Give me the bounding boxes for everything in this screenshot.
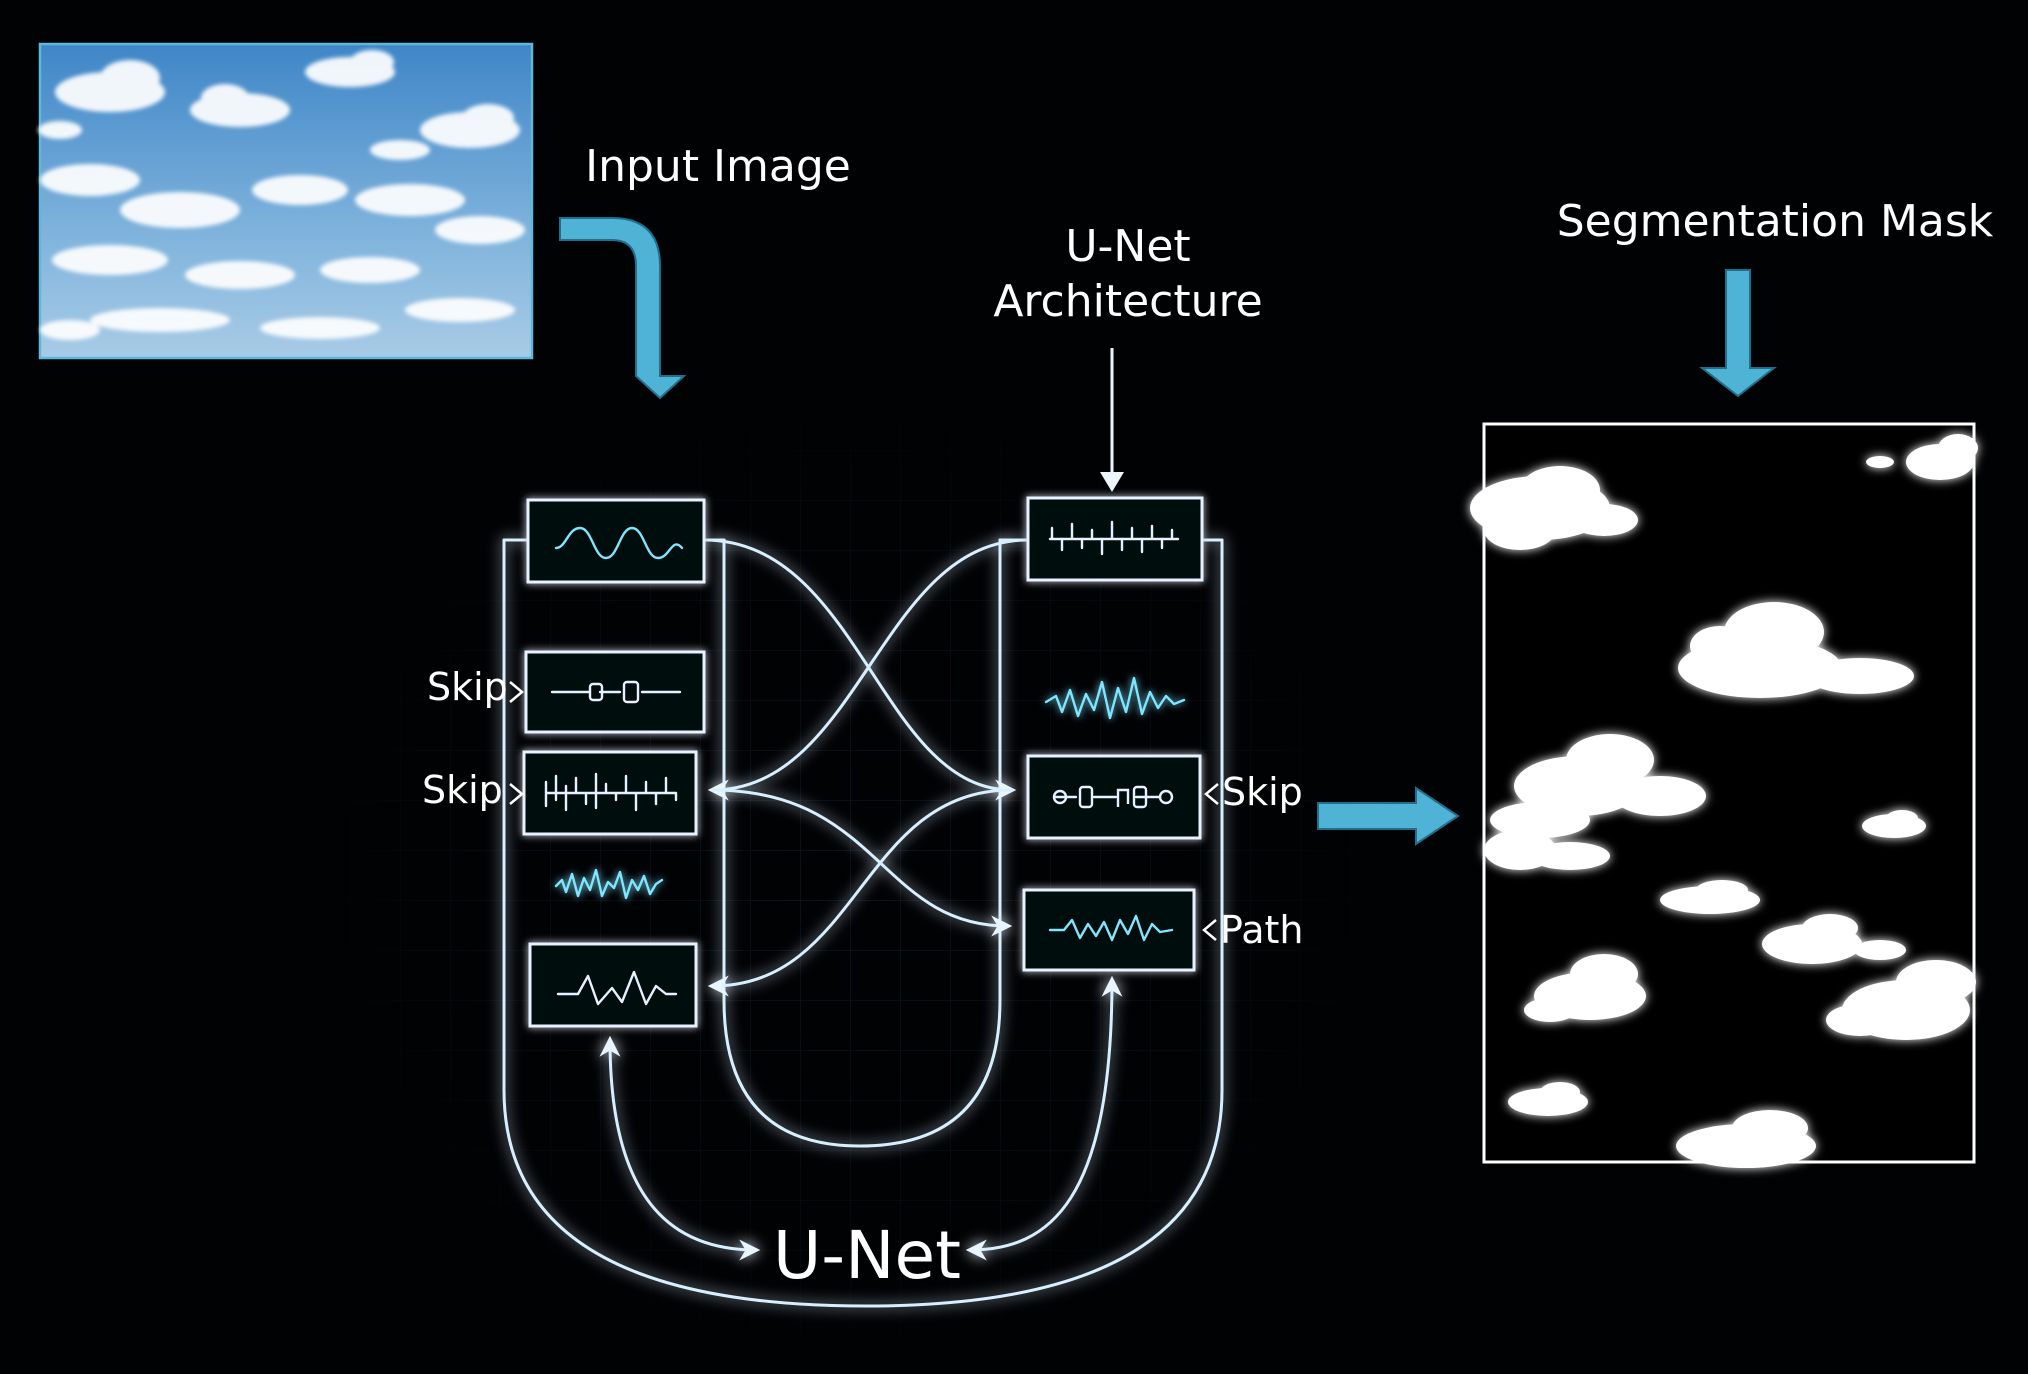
output-arrow-icon: [1317, 786, 1460, 846]
segmentation-mask-image: [1470, 422, 1978, 1168]
spike-wave-icon: [556, 970, 678, 1006]
input-image-label: Input Image: [585, 141, 851, 192]
encoder-block-1: [526, 498, 706, 584]
cross-path-4: [707, 788, 1014, 997]
noise-wave-icon: [1044, 676, 1186, 720]
skip-3-chevron-icon: [1204, 783, 1219, 805]
unet-bottom-label: U-Net: [773, 1217, 961, 1294]
cross-path-3: [710, 788, 1013, 937]
sine-wave-icon: [554, 526, 684, 560]
encoder-floating-wave: [554, 868, 664, 900]
decoder-floating-wave: [1044, 676, 1186, 720]
skip-label-2: Skip: [422, 768, 503, 812]
bar-wave-icon: [544, 772, 678, 812]
path-chevron-icon: [1202, 919, 1217, 941]
cross-path-1: [702, 538, 1017, 801]
outer-u-path: [502, 538, 1224, 1308]
unet-architecture-title-line1: U-Net: [1065, 221, 1190, 272]
zigzag-wave-icon: [1048, 914, 1174, 942]
encoder-column: [522, 498, 706, 1028]
decoder-block-2: [1026, 754, 1202, 840]
skip-1-chevron-icon: [509, 681, 524, 703]
skip-label-1: Skip: [427, 665, 508, 709]
input-to-network-arrow-icon: [559, 217, 687, 400]
decoder-block-1: [1026, 496, 1204, 582]
path-label: Path: [1220, 908, 1303, 952]
network-connections: [502, 538, 1224, 1308]
cross-path-2: [707, 538, 1030, 801]
segmentation-mask-label: Segmentation Mask: [1557, 196, 1994, 247]
skip-2-chevron-icon: [509, 783, 524, 805]
decoder-column: [1022, 496, 1204, 972]
encoder-block-2: [524, 650, 706, 734]
encoder-block-4: [528, 942, 698, 1028]
encoder-block-3: [522, 750, 698, 836]
skip-label-3: Skip: [1222, 770, 1303, 814]
background-grid: [300, 380, 1400, 1374]
unet-architecture-title-line2: Architecture: [993, 276, 1262, 327]
decoder-block-3: [1022, 888, 1196, 972]
down-to-mask-arrow-icon: [1699, 269, 1777, 398]
bar-wave-icon: [1048, 520, 1180, 556]
decoder-to-bottleneck-arrow: [965, 975, 1123, 1261]
encoder-to-bottleneck-arrow: [599, 1035, 761, 1261]
input-image: [38, 42, 534, 360]
noise-wave-icon: [554, 868, 664, 900]
architecture-pointer-arrowhead-icon: [1100, 472, 1124, 492]
